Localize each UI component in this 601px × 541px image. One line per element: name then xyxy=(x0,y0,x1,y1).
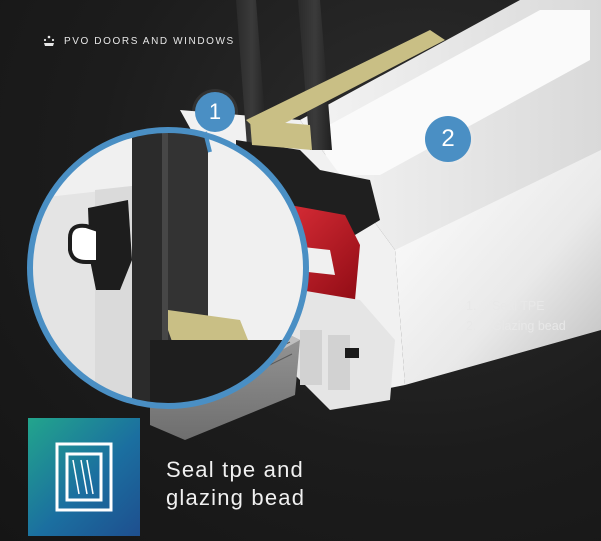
callout-badge-2: 2 xyxy=(425,116,471,162)
feature-caption: Seal tpe and glazing bead xyxy=(166,457,306,510)
callout-badge-1: 1 xyxy=(195,92,235,132)
window-frame-icon xyxy=(55,442,113,512)
insert-strip xyxy=(246,30,445,135)
feature-icon-tile xyxy=(28,418,140,536)
brand-header: PVO DOORS AND WINDOWS xyxy=(42,34,235,48)
frame-chambers xyxy=(270,285,395,410)
glazing-bead xyxy=(236,120,380,235)
glazing-unit xyxy=(236,0,445,160)
crown-dots-icon xyxy=(43,35,55,46)
legend-item: 2. Glazing bead xyxy=(466,319,566,333)
legend-item: 1. Seal TPE xyxy=(466,299,545,313)
component-legend: 1. Seal TPE 2. Glazing bead xyxy=(466,296,566,336)
zoom-detail xyxy=(27,127,309,409)
brand-name: PVO DOORS AND WINDOWS xyxy=(64,35,235,47)
